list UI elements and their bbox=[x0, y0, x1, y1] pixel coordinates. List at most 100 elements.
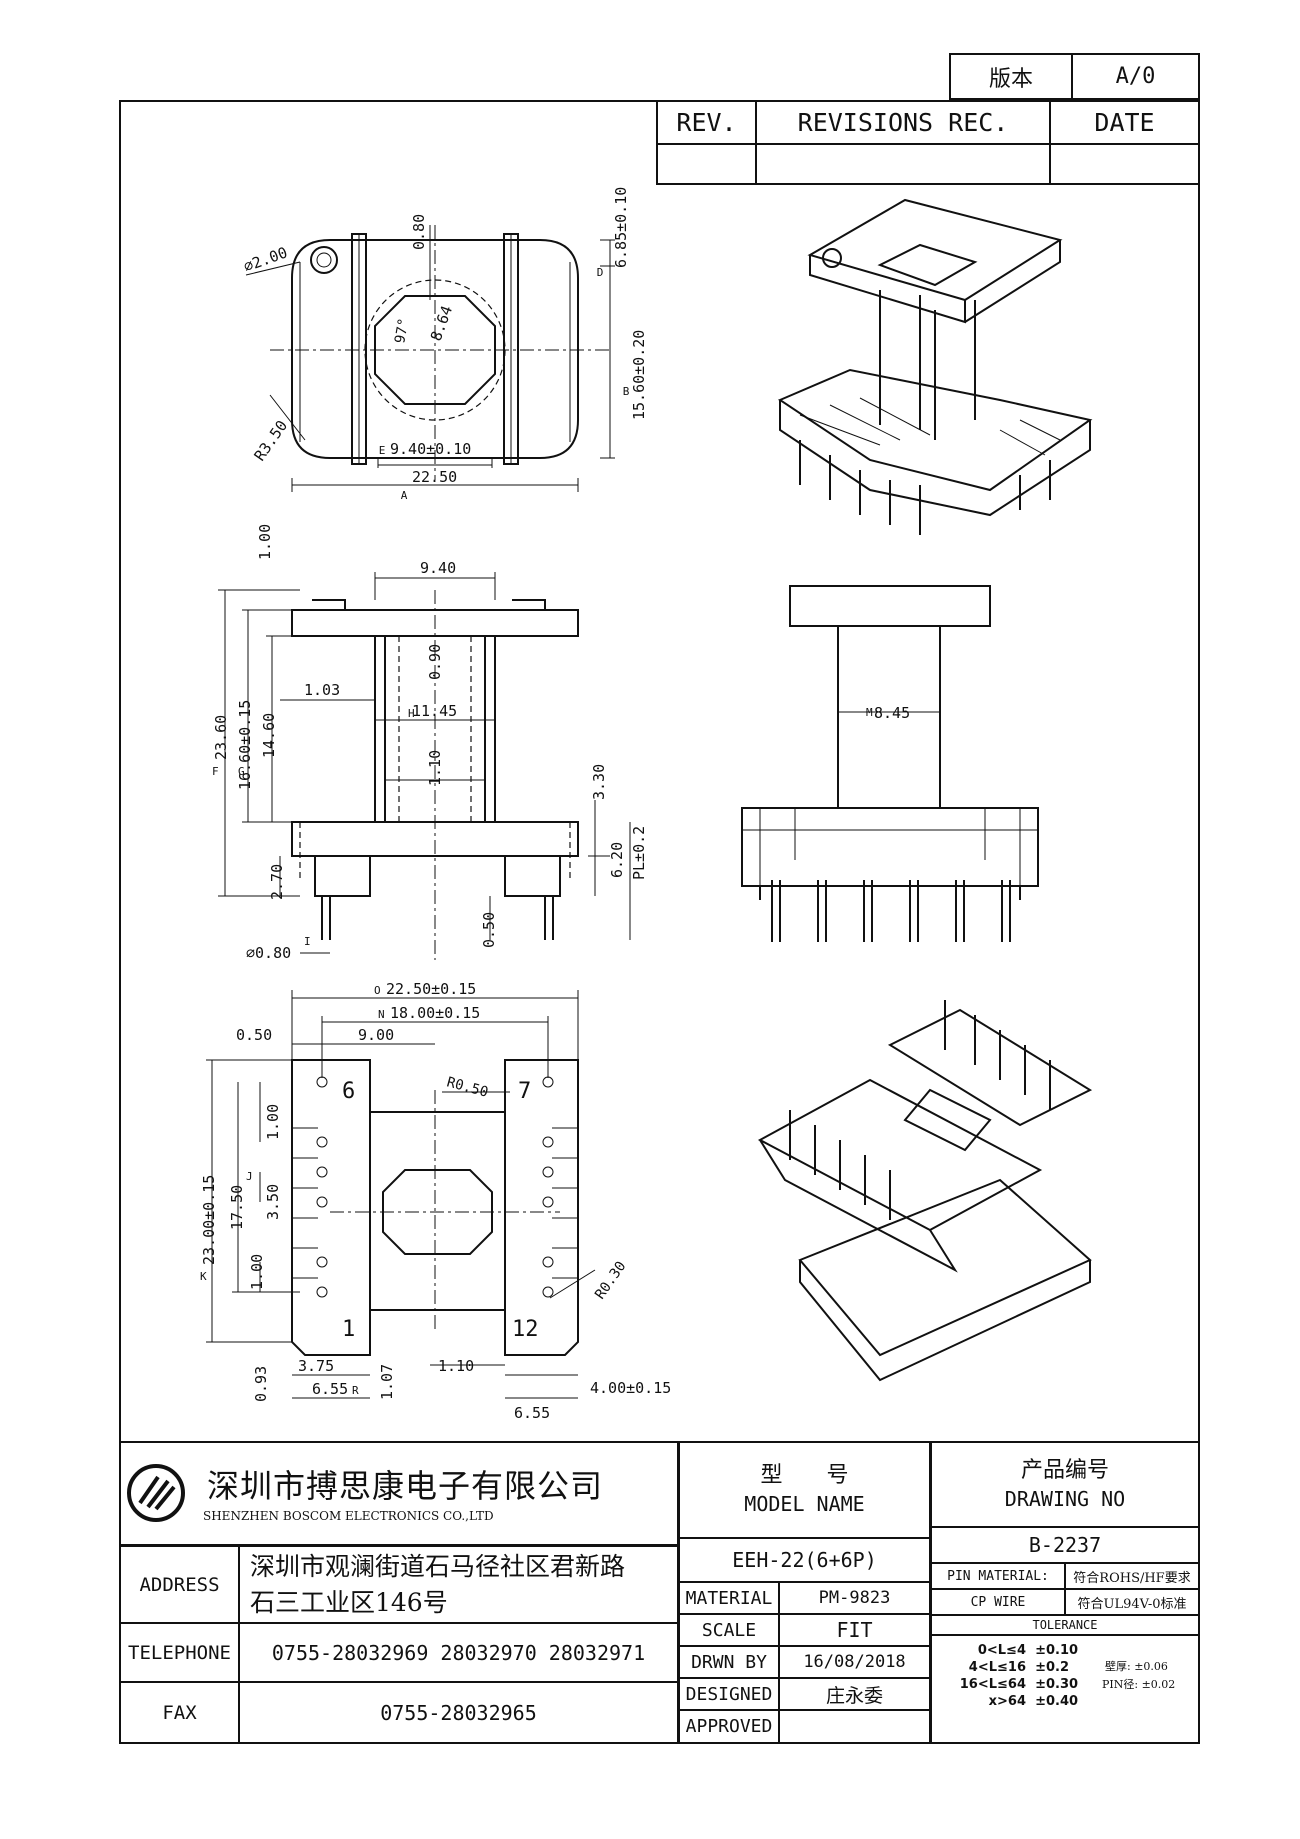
dim-8-45: 8.45 bbox=[874, 704, 910, 722]
iso-view-bottom bbox=[757, 1000, 1093, 1382]
pin-diameter-tolerance: PIN径: ±0.02 bbox=[1102, 1678, 1176, 1691]
designed-label: DESIGNED bbox=[678, 1677, 780, 1711]
telephone-label: TELEPHONE bbox=[119, 1622, 240, 1683]
marker-j: J bbox=[246, 1170, 253, 1183]
dim-angle: 97° bbox=[392, 317, 412, 345]
tolerance-rows: 0<L≤4 ±0.10 4<L≤16 ±0.2 16<L≤64 ±0.30 x>… bbox=[956, 1642, 1078, 1710]
bottom-view: 22.50±0.15 18.00±0.15 0.50 9.00 R0.50 1.… bbox=[200, 980, 671, 1422]
marker-n: N bbox=[378, 1008, 385, 1021]
side-view: 1.00 9.40 23.60 16.60±0.15 14.60 1.03 0.… bbox=[212, 524, 648, 962]
revision-table: REV. REVISIONS REC. DATE bbox=[656, 100, 1200, 185]
marker-i: I bbox=[304, 935, 311, 948]
dim-14-60: 14.60 bbox=[260, 713, 278, 758]
address-line-1: 深圳市观澜街道石马径社区君新路 bbox=[250, 1551, 626, 1581]
material-label: MATERIAL bbox=[678, 1581, 780, 1615]
scale-label: SCALE bbox=[678, 1613, 780, 1647]
scale-value: FIT bbox=[778, 1613, 931, 1647]
dim-r0-30: R0.30 bbox=[592, 1259, 629, 1303]
cp-wire-value: 符合UL94V-0标准 bbox=[1064, 1588, 1200, 1616]
marker-f: F bbox=[212, 765, 219, 778]
dim-1-03: 1.03 bbox=[304, 681, 340, 699]
dim-1-00-bottom: 1.00 bbox=[264, 1104, 282, 1140]
material-value: PM-9823 bbox=[778, 1581, 931, 1615]
drawing-cn: 产品编号 bbox=[1020, 1457, 1109, 1483]
dim-1-00-lower: 1.00 bbox=[248, 1254, 266, 1290]
drawing-value: B-2237 bbox=[930, 1526, 1200, 1564]
dim-9-40-side: 9.40 bbox=[420, 559, 456, 577]
approved-label: APPROVED bbox=[678, 1709, 780, 1744]
version-value: A/0 bbox=[1071, 53, 1200, 100]
rev-header: REV. bbox=[656, 100, 757, 145]
drawing-table: 产品编号 DRAWING NO B-2237 PIN MATERIAL: 符合R… bbox=[930, 1441, 1200, 1744]
tolerance-row: x>64 ±0.40 bbox=[988, 1694, 1079, 1709]
version-label: 版本 bbox=[949, 53, 1073, 100]
marker-o: O bbox=[374, 984, 381, 997]
marker-g: G bbox=[238, 765, 245, 778]
marker-k: K bbox=[200, 1270, 207, 1283]
marker-r: R bbox=[352, 1384, 359, 1397]
drawing-header: 产品编号 DRAWING NO bbox=[930, 1441, 1200, 1528]
dim-23-60: 23.60 bbox=[212, 715, 230, 760]
dim-0-93: 0.93 bbox=[252, 1366, 270, 1402]
wall-thickness-tolerance: 壁厚: ±0.06 bbox=[1105, 1660, 1168, 1673]
address-value: 深圳市观澜街道石马径社区君新路 石三工业区146号 bbox=[238, 1545, 679, 1624]
dim-18-00: 18.00±0.15 bbox=[390, 1004, 480, 1022]
revisions-header: REVISIONS REC. bbox=[755, 100, 1051, 145]
dim-11-45: 11.45 bbox=[412, 702, 457, 720]
dim-2-70: 2.70 bbox=[268, 864, 286, 900]
fax-value: 0755-28032965 bbox=[238, 1681, 679, 1744]
drawing-en: DRAWING NO bbox=[1004, 1486, 1126, 1511]
dim-0-80: 0.80 bbox=[410, 214, 428, 250]
iso-view-top bbox=[777, 198, 1093, 535]
approved-value bbox=[778, 1709, 931, 1744]
dim-radius: R3.50 bbox=[251, 417, 292, 464]
fax-label: FAX bbox=[119, 1681, 240, 1744]
marker-h: H bbox=[408, 707, 415, 720]
designed-value: 庄永委 bbox=[778, 1677, 931, 1711]
company-cell: 深圳市搏思康电子有限公司 SHENZHEN BOSCOM ELECTRONICS… bbox=[119, 1441, 679, 1546]
dim-r0-50: R0.50 bbox=[445, 1074, 490, 1100]
address-label: ADDRESS bbox=[119, 1545, 240, 1624]
dim-9-40: 9.40±0.10 bbox=[390, 440, 471, 458]
cp-wire-label: CP WIRE bbox=[930, 1588, 1066, 1616]
dim-23-00: 23.00±0.15 bbox=[200, 1175, 218, 1265]
company-name-en: SHENZHEN BOSCOM ELECTRONICS CO.,LTD bbox=[203, 1509, 494, 1523]
dim-17-50: 17.50 bbox=[228, 1185, 246, 1230]
dim-3-50: 3.50 bbox=[264, 1184, 282, 1220]
dim-3-75: 3.75 bbox=[298, 1357, 334, 1375]
model-cn: 型 号 bbox=[760, 1463, 849, 1488]
company-logo bbox=[127, 1464, 185, 1522]
title-block bbox=[119, 1441, 1200, 1746]
dim-pin-diameter: ⌀0.80 bbox=[246, 944, 291, 962]
dim-1-00-top: 1.00 bbox=[256, 524, 274, 560]
pin-material-label: PIN MATERIAL: bbox=[930, 1562, 1066, 1590]
marker-e: E bbox=[379, 444, 386, 457]
version-box: 版本 A/0 bbox=[949, 53, 1200, 100]
dim-8-64: 8.64 bbox=[427, 303, 456, 343]
model-table: 型 号 MODEL NAME EEH-22(6+6P) MATERIAL PM-… bbox=[678, 1441, 931, 1744]
dim-22-50: 22.50 bbox=[412, 468, 457, 486]
dim-16-60: 16.60±0.15 bbox=[236, 700, 254, 790]
tolerance-label: TOLERANCE bbox=[930, 1614, 1200, 1636]
pin-material-value: 符合ROHS/HF要求 bbox=[1064, 1562, 1200, 1590]
dim-0-90: 0.90 bbox=[426, 644, 444, 680]
dim-1-10-side: 1.10 bbox=[426, 750, 444, 786]
dim-4-00: 4.00±0.15 bbox=[590, 1379, 671, 1397]
dim-pl: PL±0.2 bbox=[630, 826, 648, 880]
dim-1-07: 1.07 bbox=[378, 1364, 396, 1400]
drawing-sheet: ⌀2.00 0.80 6.85±0.10 15.60±0.20 97° 8.64… bbox=[200, 187, 1093, 1422]
top-view: ⌀2.00 0.80 6.85±0.10 15.60±0.20 97° 8.64… bbox=[241, 187, 648, 502]
pin-number-7: 7 bbox=[518, 1079, 531, 1104]
model-value: EEH-22(6+6P) bbox=[678, 1537, 931, 1583]
address-line-2: 石三工业区146号 bbox=[250, 1587, 448, 1617]
dim-0-50-bottom: 0.50 bbox=[236, 1026, 272, 1044]
pin-number-12: 12 bbox=[512, 1317, 539, 1342]
dim-6-20: 6.20 bbox=[608, 842, 626, 878]
tolerance-row: 16<L≤64 ±0.30 bbox=[959, 1677, 1079, 1692]
dim-15-60: 15.60±0.20 bbox=[630, 330, 648, 420]
marker-b: B bbox=[623, 385, 630, 398]
dim-3-30: 3.30 bbox=[590, 764, 608, 800]
dim-0-50-side: 0.50 bbox=[480, 912, 498, 948]
marker-m: M bbox=[866, 706, 873, 719]
dim-9-00: 9.00 bbox=[358, 1026, 394, 1044]
